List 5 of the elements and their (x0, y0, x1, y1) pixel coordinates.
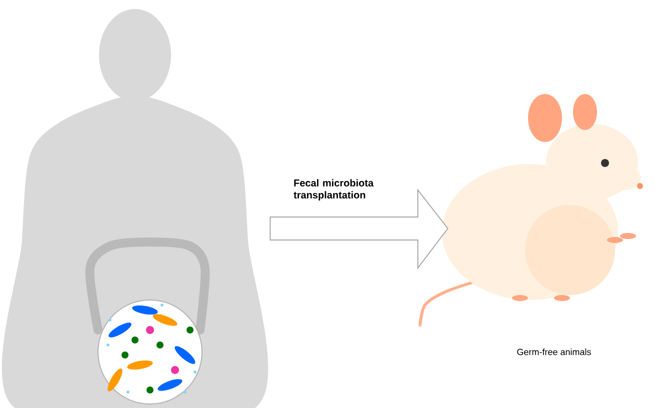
person-drawing (2, 9, 268, 408)
mouse-drawing (418, 94, 643, 326)
edge-label: Fecal microbiota transplantation (294, 179, 374, 200)
node-label: Germ-free animals (517, 348, 591, 356)
block-arrow (270, 188, 448, 270)
